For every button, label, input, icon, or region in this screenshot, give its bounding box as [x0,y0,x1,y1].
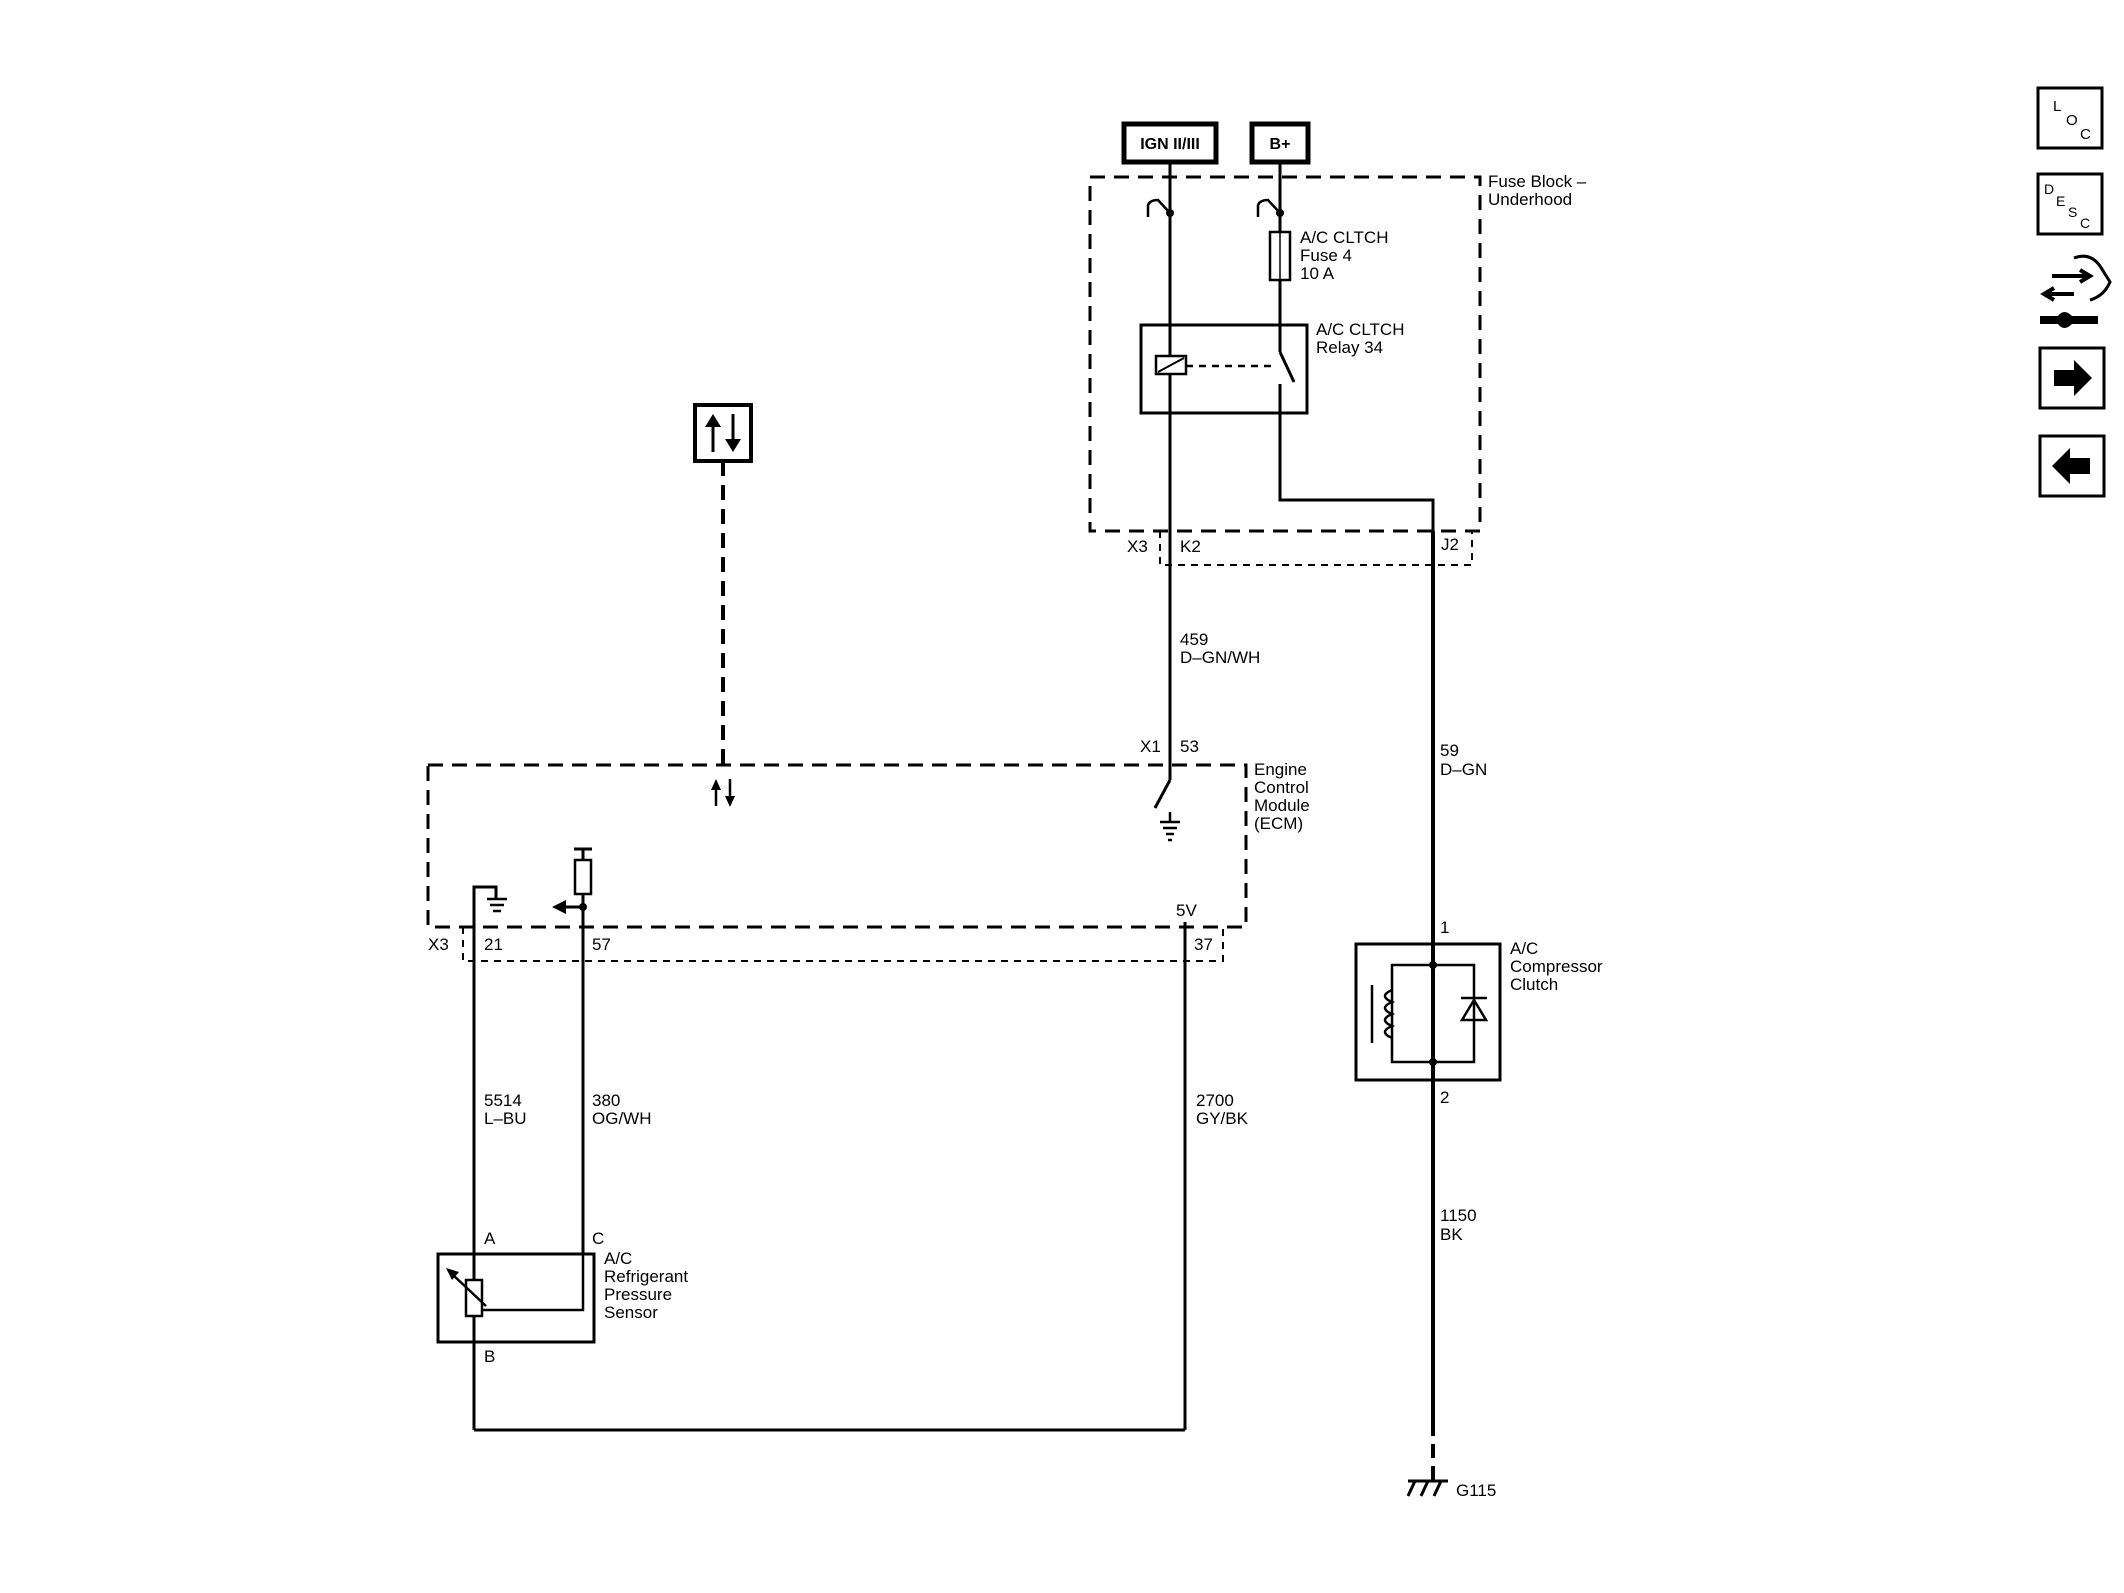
next-arrow-icon[interactable] [2038,346,2106,410]
wire-459-number: 459 [1180,630,1208,649]
fuse-label-2: Fuse 4 [1300,246,1352,265]
compressor-clutch [1354,942,1502,1082]
sensor-pin-a: A [484,1229,496,1248]
relay-output-wire [1278,413,1435,531]
fuse-block-title: Fuse Block – [1488,172,1587,191]
loc-letter-l: L [2053,98,2061,115]
ecm-title-4: (ECM) [1254,814,1303,833]
loc-letter-c: C [2080,126,2091,143]
relay-label-1: A/C CLTCH [1316,320,1404,339]
serial-data-arrows [711,779,735,807]
desc-icon[interactable]: D E S C [2036,172,2104,236]
sensor-wiper [451,1273,487,1307]
desc-letter-c: C [2080,215,2090,231]
wire-1150-number: 1150 [1440,1206,1477,1225]
pressure-sensor [436,1252,596,1344]
ecm-conn-x3: X3 [428,935,449,954]
ecm-driver-ground-icon [1160,820,1180,842]
ecm-pin-57: 57 [592,935,611,954]
ecm-driver-switch [1153,779,1172,809]
ign-power-source: IGN II/III [1121,121,1219,165]
clutch-title-2: Compressor [1510,957,1603,976]
ign-label: IGN II/III [1140,136,1200,153]
clutch-diode-icon [1459,997,1489,1022]
ecm-pin-37: 37 [1194,935,1213,954]
ecm-title-3: Module [1254,796,1310,815]
loc-icon[interactable]: L O C [2036,86,2104,150]
chassis-ground-icon [1406,1479,1448,1497]
signal-input-arrow-icon [552,900,566,914]
serial-data-icon[interactable] [693,403,753,463]
sensor-resistor [464,1278,484,1318]
sensor-title-4: Sensor [604,1303,658,1322]
wire-2700-color: GY/BK [1196,1109,1249,1128]
ecm-5v-label: 5V [1176,901,1197,920]
ecm-outline [426,763,1248,929]
relay-coil-slash [1157,357,1185,373]
wire-59-number: 59 [1440,741,1459,760]
sensor-pin-b: B [484,1347,495,1366]
clutch-coil-icon [1383,988,1396,1040]
wire-459-color: D–GN/WH [1180,648,1260,667]
clutch-title-1: A/C [1510,939,1538,958]
relay-label-2: Relay 34 [1316,338,1383,357]
batt-label: B+ [1270,136,1291,153]
sensor-title-1: A/C [604,1249,632,1268]
ecm-low-ref-ground-icon [487,897,507,913]
fuse-block-conn-x3: X3 [1127,537,1148,556]
sensor-pin-c: C [592,1229,604,1248]
desc-letter-d: D [2044,181,2054,197]
fuse-block-outline [1088,175,1482,533]
wire-380-color: OG/WH [592,1109,652,1128]
batt-power-source: B+ [1249,121,1311,165]
sensor-wiper-output [482,1254,585,1312]
ecm-pin-21: 21 [484,935,503,954]
clutch-title-3: Clutch [1510,975,1558,994]
fuse-block-pin-k2: K2 [1180,537,1201,556]
batt-splice-hook [1256,198,1281,217]
sensor-title-2: Refrigerant [604,1267,688,1286]
wire-59-color: D–GN [1440,760,1487,779]
loc-letter-o: O [2066,112,2078,129]
wire-5514-number: 5514 [484,1091,522,1110]
ecm-pin-53: 53 [1180,737,1199,756]
batt-splice-dot [1276,209,1284,217]
previous-arrow-icon[interactable] [2038,434,2106,498]
ecm-low-ref [472,885,498,1430]
sensor-variable-arrow-icon [446,1268,459,1280]
ecm-connector-band [462,927,1224,962]
fuse-label-3: 10 A [1300,264,1335,283]
ecm-conn-x1: X1 [1140,737,1161,756]
fuse-label-1: A/C CLTCH [1300,228,1388,247]
desc-letter-s: S [2068,204,2077,220]
fuse-block-pin-j2: J2 [1441,535,1459,554]
clutch-pin-1: 1 [1440,918,1449,937]
ecm-title-1: Engine [1254,760,1307,779]
ecm-title-2: Control [1254,778,1309,797]
wire-1150-color: BK [1440,1225,1463,1244]
pullup-resistor [573,858,593,896]
clutch-pin-2: 2 [1440,1088,1449,1107]
relay-switch-contact [1278,351,1296,383]
ign-splice-hook [1146,198,1171,217]
wire-2700-number: 2700 [1196,1091,1234,1110]
fuse-block-title-2: Underhood [1488,190,1572,209]
ground-label: G115 [1456,1481,1496,1500]
connector-repair-icon[interactable] [2040,254,2112,328]
desc-letter-e: E [2056,193,2065,209]
wire-380-number: 380 [592,1091,620,1110]
fuse-block-connector-band [1159,531,1473,566]
sensor-title-3: Pressure [604,1285,672,1304]
wire-5514-color: L–BU [484,1109,527,1128]
ign-splice-dot [1166,209,1174,217]
